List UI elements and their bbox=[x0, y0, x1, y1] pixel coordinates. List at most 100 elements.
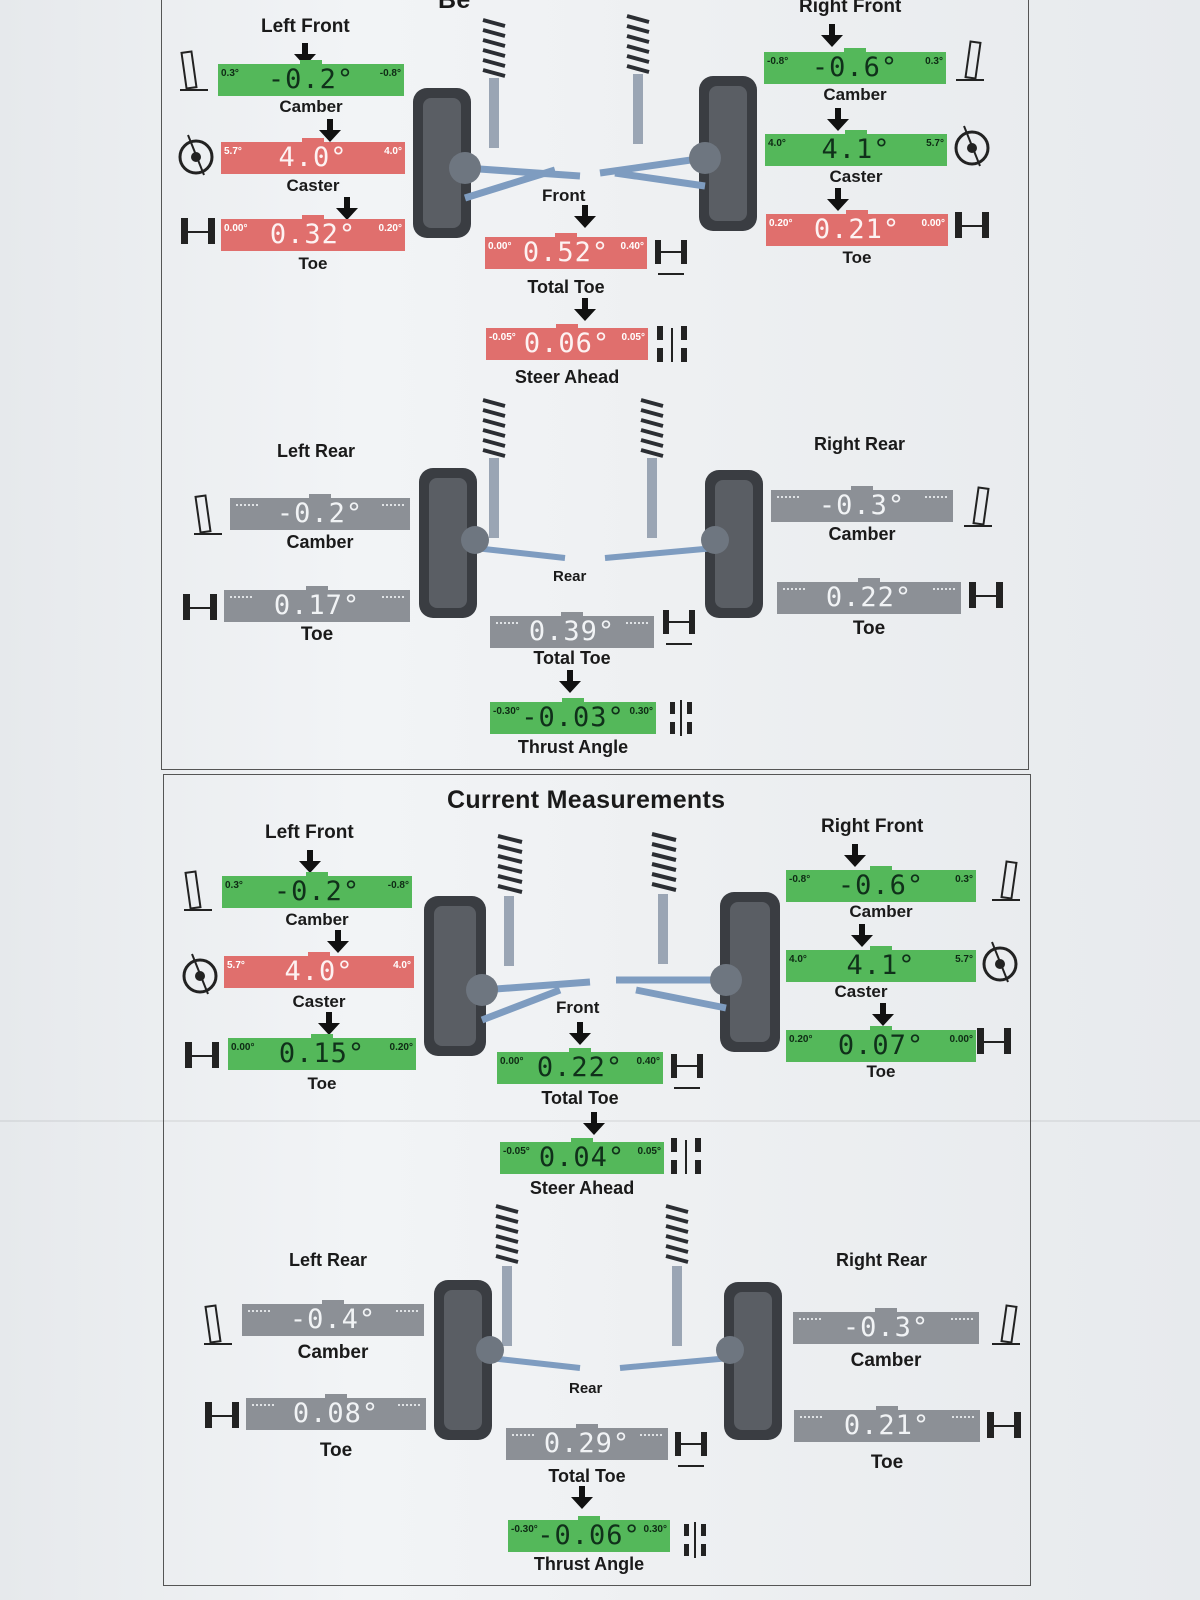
caption: Camber bbox=[218, 97, 404, 117]
steer-ahead-icon bbox=[668, 1134, 704, 1178]
camber-icon bbox=[962, 482, 996, 530]
toe-icon bbox=[202, 1394, 242, 1438]
before-right-front-camber-gauge: -0.8°0.3° -0.6° bbox=[764, 48, 946, 84]
current-right-front-camber-gauge: -0.8°0.3° -0.6° bbox=[786, 866, 976, 902]
caption: Thrust Angle bbox=[508, 1554, 670, 1575]
before-right-rear-toe-gauge: 0.22° bbox=[777, 578, 961, 614]
caption: Toe bbox=[786, 1062, 976, 1082]
before-left-front-toe-gauge: 0.00°0.20° 0.32° bbox=[221, 215, 405, 251]
before-rear-total-toe-gauge: 0.39° bbox=[490, 612, 654, 648]
current-panel-title: Current Measurements bbox=[447, 786, 725, 815]
before-left-rear-camber-gauge: -0.2° bbox=[230, 494, 410, 530]
camber-icon bbox=[990, 1300, 1024, 1348]
before-left-front-label: Left Front bbox=[261, 16, 350, 38]
before-front-total-toe-gauge: 0.00°0.40° 0.52° bbox=[485, 233, 647, 269]
current-right-rear-camber-gauge: -0.3° bbox=[793, 1308, 979, 1344]
toe-icon bbox=[178, 210, 218, 254]
before-left-rear-toe-gauge: 0.17° bbox=[224, 586, 410, 622]
toe-icon bbox=[984, 1404, 1024, 1448]
thrust-angle-icon bbox=[668, 698, 694, 738]
current-rear-total-toe-gauge: 0.29° bbox=[506, 1424, 668, 1460]
current-right-rear-toe-gauge: 0.21° bbox=[794, 1406, 980, 1442]
caption: Camber bbox=[793, 1350, 979, 1372]
total-toe-icon bbox=[672, 1426, 710, 1470]
caption: Total Toe bbox=[497, 1088, 663, 1109]
caption: Caster bbox=[224, 992, 414, 1012]
before-rear-axle-label: Rear bbox=[553, 568, 586, 585]
toe-icon bbox=[974, 1020, 1014, 1064]
current-left-rear-camber-gauge: -0.4° bbox=[242, 1300, 424, 1336]
caption: Toe bbox=[794, 1452, 980, 1474]
camber-icon bbox=[190, 490, 224, 538]
before-right-front-label: Right Front bbox=[799, 0, 901, 18]
camber-icon bbox=[176, 46, 210, 94]
before-front-axle-label: Front bbox=[542, 186, 585, 206]
caption: Caster bbox=[765, 167, 947, 187]
camber-icon bbox=[990, 856, 1024, 904]
caption: Toe bbox=[224, 624, 410, 646]
caster-icon bbox=[176, 133, 216, 177]
caption: Camber bbox=[222, 910, 412, 930]
before-left-rear-label: Left Rear bbox=[277, 441, 355, 462]
total-toe-icon bbox=[652, 234, 690, 278]
caption: Camber bbox=[786, 902, 976, 922]
before-left-front-caster-gauge: 5.7°4.0° 4.0° bbox=[221, 138, 405, 174]
thrust-angle-icon bbox=[682, 1520, 708, 1560]
caster-icon bbox=[952, 124, 992, 168]
caption: Toe bbox=[766, 248, 948, 268]
rear-suspension-icon bbox=[430, 1204, 790, 1444]
current-right-rear-label: Right Rear bbox=[836, 1250, 927, 1271]
toe-icon bbox=[952, 204, 992, 248]
caption: Caster bbox=[786, 982, 936, 1002]
front-suspension-icon bbox=[420, 830, 790, 1070]
caption: Toe bbox=[228, 1074, 416, 1094]
caption: Caster bbox=[221, 176, 405, 196]
caption: Camber bbox=[230, 532, 410, 553]
current-steer-ahead-gauge: -0.05°0.05° 0.04° bbox=[500, 1138, 664, 1174]
before-right-front-caster-gauge: 4.0°5.7° 4.1° bbox=[765, 130, 947, 166]
toe-icon bbox=[182, 1034, 222, 1078]
total-toe-icon bbox=[660, 604, 698, 648]
current-front-total-toe-gauge: 0.00°0.40° 0.22° bbox=[497, 1048, 663, 1084]
camber-icon bbox=[180, 866, 214, 914]
before-right-rear-label: Right Rear bbox=[814, 434, 905, 455]
current-left-front-camber-gauge: 0.3°-0.8° -0.2° bbox=[222, 872, 412, 908]
caster-icon bbox=[980, 940, 1020, 984]
before-thrust-angle-gauge: -0.30°0.30° -0.03° bbox=[490, 698, 656, 734]
before-right-front-toe-gauge: 0.20°0.00° 0.21° bbox=[766, 210, 948, 246]
caption: Camber bbox=[771, 524, 953, 545]
total-toe-icon bbox=[668, 1048, 706, 1092]
current-right-front-label: Right Front bbox=[821, 816, 923, 838]
caption: Camber bbox=[764, 85, 946, 105]
rear-suspension-icon bbox=[415, 398, 775, 623]
toe-icon bbox=[180, 586, 220, 630]
caption: Camber bbox=[242, 1342, 424, 1364]
camber-icon bbox=[200, 1300, 234, 1348]
caption: Steer Ahead bbox=[486, 367, 648, 388]
current-rear-axle-label: Rear bbox=[569, 1380, 602, 1397]
before-steer-ahead-gauge: -0.05°0.05° 0.06° bbox=[486, 324, 648, 360]
caption: Total Toe bbox=[506, 1466, 668, 1487]
current-left-rear-label: Left Rear bbox=[289, 1250, 367, 1271]
current-right-front-toe-gauge: 0.20°0.00° 0.07° bbox=[786, 1026, 976, 1062]
caption: Toe bbox=[221, 254, 405, 274]
caption: Thrust Angle bbox=[490, 737, 656, 758]
caption: Total Toe bbox=[485, 277, 647, 298]
caption: Steer Ahead bbox=[500, 1178, 664, 1199]
caption: Total Toe bbox=[490, 648, 654, 669]
caption: Toe bbox=[777, 618, 961, 640]
camber-icon bbox=[954, 36, 988, 84]
before-left-front-camber-gauge: 0.3°-0.8° -0.2° bbox=[218, 60, 404, 96]
caster-icon bbox=[180, 952, 220, 996]
steer-ahead-icon bbox=[654, 322, 690, 366]
current-right-front-caster-gauge: 4.0°5.7° 4.1° bbox=[786, 946, 976, 982]
caption: Toe bbox=[246, 1440, 426, 1462]
current-left-front-caster-gauge: 5.7°4.0° 4.0° bbox=[224, 952, 414, 988]
current-left-rear-toe-gauge: 0.08° bbox=[246, 1394, 426, 1430]
current-left-front-toe-gauge: 0.00°0.20° 0.15° bbox=[228, 1034, 416, 1070]
current-left-front-label: Left Front bbox=[265, 822, 354, 844]
before-right-rear-camber-gauge: -0.3° bbox=[771, 486, 953, 522]
current-thrust-angle-gauge: -0.30°0.30° -0.06° bbox=[508, 1516, 670, 1552]
toe-icon bbox=[966, 574, 1006, 618]
current-front-axle-label: Front bbox=[556, 998, 599, 1018]
